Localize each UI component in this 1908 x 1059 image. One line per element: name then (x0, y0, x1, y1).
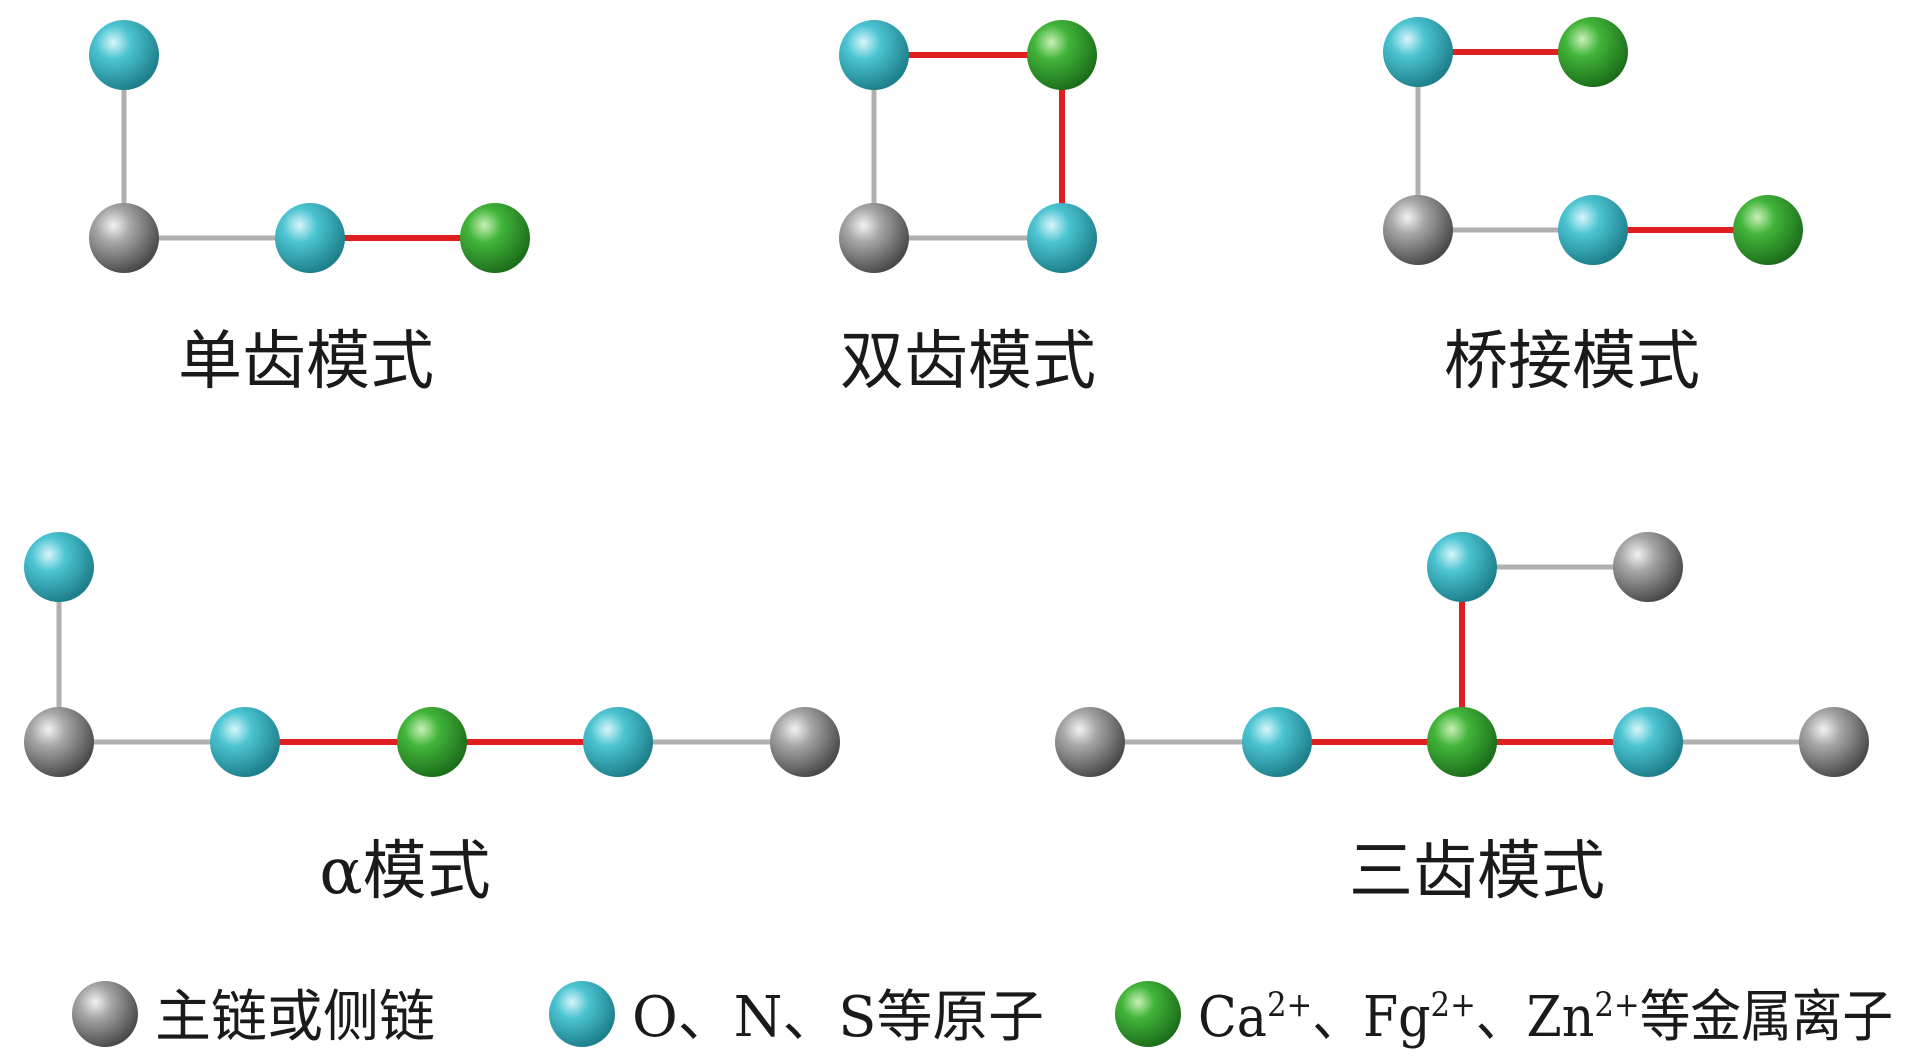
superscript: 2+ (1594, 985, 1639, 1025)
superscript: 2+ (1267, 985, 1312, 1025)
backbone-atom (1613, 532, 1683, 602)
legend-label-metal-ion: Ca2+、Fg2+、Zn2+等金属离子 (1198, 985, 1893, 1050)
caption-bidentate: 双齿模式 (840, 325, 1096, 399)
heteroatom (1558, 195, 1628, 265)
heteroatom (210, 707, 280, 777)
heteroatom (89, 20, 159, 90)
backbone-atom-swatch (72, 981, 138, 1047)
heteroatom (1613, 707, 1683, 777)
backbone-atom (24, 707, 94, 777)
heteroatom (1242, 707, 1312, 777)
backbone-atom (1055, 707, 1125, 777)
monodentate-mode: 单齿模式 (89, 20, 530, 399)
metal-ion (397, 707, 467, 777)
legend-item-metal-ion: Ca2+、Fg2+、Zn2+等金属离子 (1115, 981, 1893, 1050)
metal-text: Ca (1198, 985, 1267, 1050)
heteroatom (1427, 532, 1497, 602)
bidentate-mode: 双齿模式 (839, 20, 1097, 399)
heteroatom (275, 203, 345, 273)
legend-item-backbone: 主链或侧链 (72, 981, 435, 1050)
backbone-atom (770, 707, 840, 777)
caption-alpha: α模式 (319, 835, 490, 909)
caption-bridging: 桥接模式 (1444, 325, 1700, 399)
metal-text: 、Zn (1476, 985, 1594, 1050)
metal-text: 、Fg (1312, 985, 1430, 1050)
superscript: 2+ (1431, 985, 1476, 1025)
legend-label-backbone: 主链或侧链 (155, 985, 435, 1050)
backbone-atom (1799, 707, 1869, 777)
backbone-atom (1383, 195, 1453, 265)
metal-text: 等金属离子 (1640, 985, 1893, 1050)
metal-ion (460, 203, 530, 273)
metal-ion (1427, 707, 1497, 777)
legend-item-heteroatom: O、N、S等原子 (549, 981, 1044, 1050)
metal-ion (1733, 195, 1803, 265)
caption-tridentate: 三齿模式 (1349, 835, 1605, 909)
alpha-mode: α模式 (24, 532, 840, 909)
legend-label-heteroatom: O、N、S等原子 (632, 985, 1044, 1050)
bridging-mode: 桥接模式 (1383, 17, 1803, 399)
heteroatom-swatch (549, 981, 615, 1047)
legend: 主链或侧链 O、N、S等原子 Ca2+、Fg2+、Zn2+等金属离子 (72, 981, 1893, 1050)
tridentate-mode: 三齿模式 (1055, 532, 1869, 909)
metal-ion (1027, 20, 1097, 90)
heteroatom (1027, 203, 1097, 273)
backbone-atom (839, 203, 909, 273)
metal-ion (1558, 17, 1628, 87)
backbone-atom (89, 203, 159, 273)
heteroatom (1383, 17, 1453, 87)
heteroatom (24, 532, 94, 602)
caption-monodentate: 单齿模式 (178, 325, 434, 399)
metal-ion-swatch (1115, 981, 1181, 1047)
heteroatom (839, 20, 909, 90)
heteroatom (583, 707, 653, 777)
